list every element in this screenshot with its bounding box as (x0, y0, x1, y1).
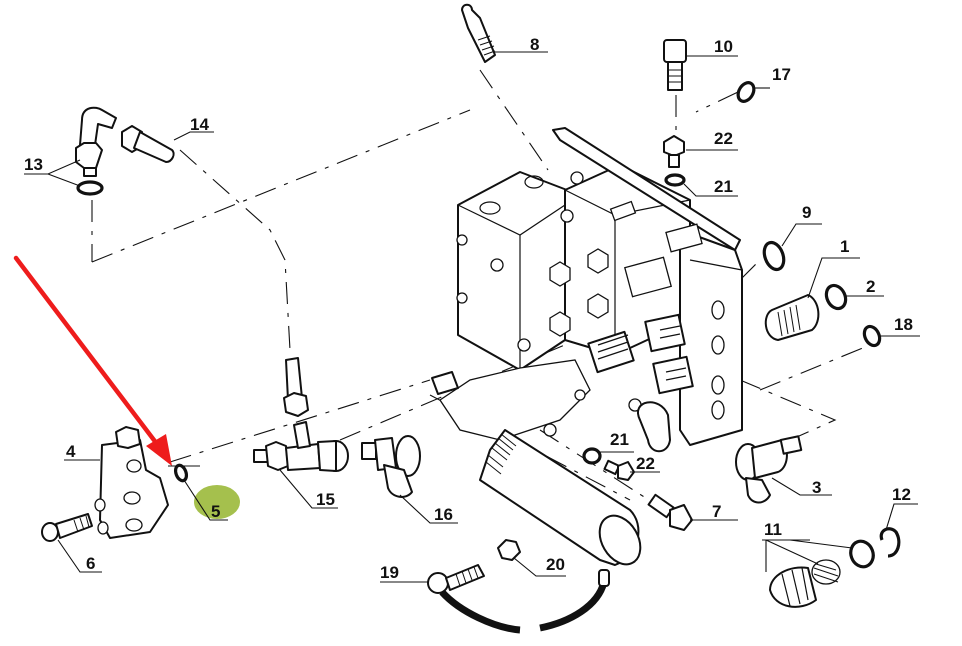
leader-15 (279, 469, 338, 509)
callout-2[interactable]: 2 (866, 277, 875, 296)
leader-16 (399, 494, 458, 524)
part-12-circlip (879, 527, 901, 558)
axis-line-13-14 (91, 109, 471, 263)
part-9-ring (762, 240, 786, 272)
callout-13[interactable]: 13 (24, 155, 43, 174)
callout-22-lower[interactable]: 22 (636, 454, 655, 473)
axis-line-4-15 (169, 379, 431, 463)
leader-1 (807, 257, 860, 299)
leader-6 (57, 539, 102, 573)
callout-9[interactable]: 9 (802, 203, 811, 222)
leader-13 (24, 159, 81, 187)
valve-lower-housing (439, 359, 591, 441)
valve-module-right (679, 229, 743, 446)
plunger (769, 566, 817, 608)
callout-21-top[interactable]: 21 (714, 177, 733, 196)
vertical-pipe-fitting (283, 357, 309, 417)
part-7-sensor (647, 493, 693, 531)
axis-line-filter (429, 394, 631, 501)
callout-16[interactable]: 16 (434, 505, 453, 524)
leader-lines (24, 51, 920, 583)
leader-5 (183, 479, 228, 521)
leader-12 (885, 503, 918, 531)
callout-19[interactable]: 19 (380, 563, 399, 582)
callout-21-lower[interactable]: 21 (610, 430, 629, 449)
part-13-elbow-fitting (75, 106, 117, 177)
callout-20[interactable]: 20 (546, 555, 565, 574)
part-3-elbow-connector (735, 435, 803, 504)
part-15-tee-fitting (253, 421, 349, 472)
callout-labels: 1 2 3 4 5 6 7 8 9 10 11 12 13 14 15 16 1… (24, 35, 913, 582)
callout-15[interactable]: 15 (316, 490, 335, 509)
part-17-oring (736, 81, 756, 103)
arrow-head-icon (146, 434, 172, 466)
valve-block-assembly (431, 127, 743, 453)
red-pointer-arrow (13, 255, 172, 466)
part-22-plug-lower (603, 459, 635, 481)
part-14-pipe-connector (121, 125, 175, 163)
callout-4[interactable]: 4 (66, 442, 76, 461)
block-elbow-fitting (637, 401, 671, 453)
callout-17[interactable]: 17 (772, 65, 791, 84)
part-13-washer (76, 180, 104, 196)
leader-9 (781, 223, 822, 247)
callout-18[interactable]: 18 (894, 315, 913, 334)
electrical-connector (652, 355, 694, 395)
part-2-ring (824, 283, 848, 311)
hex-plug (549, 261, 571, 287)
callout-11[interactable]: 11 (764, 520, 782, 539)
leader-21-top (683, 183, 738, 197)
callout-7[interactable]: 7 (712, 502, 721, 521)
hose-end-fitting (598, 569, 610, 587)
top-rail (552, 127, 741, 251)
callout-22-top[interactable]: 22 (714, 129, 733, 148)
part-20-nut (497, 539, 521, 561)
electrical-connector (587, 330, 635, 374)
part-8-solenoid-connector (461, 3, 496, 63)
axis-line-17 (695, 91, 739, 113)
leader-20 (513, 557, 566, 577)
callout-5[interactable]: 5 (211, 502, 220, 521)
leader-11 (762, 539, 853, 572)
leader-14 (173, 131, 214, 141)
callout-3[interactable]: 3 (812, 478, 821, 497)
small-fitting (431, 371, 459, 395)
part-11-valve-kit (769, 539, 875, 608)
part-1-plug-insert (764, 294, 820, 341)
part-18-ring (862, 324, 882, 348)
highlight-marker-part-5 (194, 485, 240, 519)
part-21-washer-top (664, 173, 686, 187)
hex-plug (549, 311, 571, 337)
callout-12[interactable]: 12 (892, 485, 911, 504)
axis-line-3 (739, 379, 837, 441)
hose-section-right (539, 580, 608, 632)
part-21-washer-lower (582, 447, 602, 465)
part-19-hose (427, 564, 610, 634)
part-4-valve-body (94, 426, 169, 539)
axis-line-14 (179, 149, 291, 351)
callout-10[interactable]: 10 (714, 37, 733, 56)
axis-line-9 (739, 259, 761, 281)
part-6-bolt (41, 513, 93, 542)
part-10-pressure-switch (663, 39, 687, 91)
callout-8[interactable]: 8 (530, 35, 539, 54)
axis-line-8 (479, 69, 549, 171)
callout-1[interactable]: 1 (840, 237, 849, 256)
hose-section-left (439, 589, 521, 634)
electrical-connector (644, 313, 686, 353)
part-22-plug-top (663, 135, 685, 168)
callout-6[interactable]: 6 (86, 554, 95, 573)
callout-14[interactable]: 14 (190, 115, 209, 134)
filter-cartridge (479, 429, 642, 566)
part-16-elbow-connector (361, 435, 421, 498)
sleeve (849, 539, 875, 569)
axis-line-18 (759, 344, 871, 391)
leader-3 (771, 477, 832, 496)
